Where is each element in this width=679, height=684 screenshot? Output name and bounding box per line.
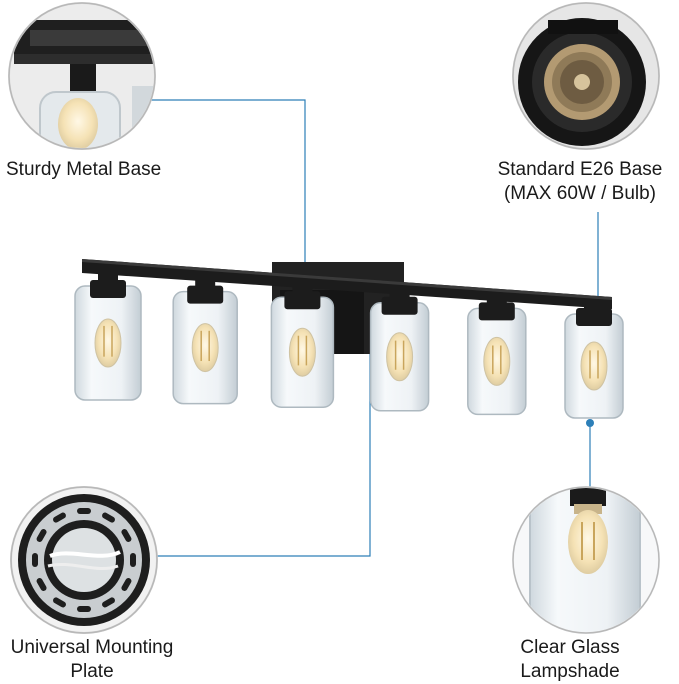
lamp-shade (564, 301, 624, 419)
detail-circle-e26-socket (512, 2, 660, 150)
plate-slot (32, 553, 38, 567)
detail-circle-metal-base (8, 2, 156, 150)
plate-slot (121, 578, 132, 591)
callout-label-metal-base: Sturdy Metal Base (6, 158, 161, 182)
plate-slot (121, 529, 132, 542)
callout-label-glass-shade: Clear Glass Lampshade (508, 636, 632, 684)
plate-slot (130, 553, 136, 567)
detail-circle-mounting-plate (10, 486, 158, 634)
plate-slot (102, 512, 115, 523)
lamp-shade (172, 273, 238, 405)
lamp-shade (467, 294, 527, 416)
callout-line: Standard E26 Base (497, 159, 663, 180)
lamp-shade (74, 266, 142, 401)
callout-line: (MAX 60W / Bulb) (503, 183, 657, 204)
callout-label-mounting-plate: Universal Mounting Plate (0, 636, 184, 684)
callout-line: Sturdy Metal Base (6, 159, 162, 180)
leader-line-metal-base (150, 99, 306, 266)
vanity-light-fixture (74, 259, 624, 419)
callout-line: Lampshade (520, 661, 620, 682)
plate-slot (102, 597, 115, 608)
plate-slot (53, 597, 66, 608)
detail-circle-clear-glass (512, 486, 660, 634)
leader-line-mounting-plate (156, 342, 371, 557)
plate-slot (36, 578, 47, 591)
lamp-shade (270, 280, 335, 408)
plate-slot (77, 508, 91, 514)
callout-line: Clear Glass (520, 637, 620, 658)
plate-slot (53, 512, 66, 523)
callout-line: Plate (70, 661, 114, 682)
callout-line: Universal Mounting (10, 637, 174, 658)
plate-slot (36, 529, 47, 542)
plate-slot (77, 606, 91, 612)
lamp-shade (369, 287, 430, 412)
callout-label-e26-base: Standard E26 Base (MAX 60W / Bulb) (488, 158, 672, 206)
